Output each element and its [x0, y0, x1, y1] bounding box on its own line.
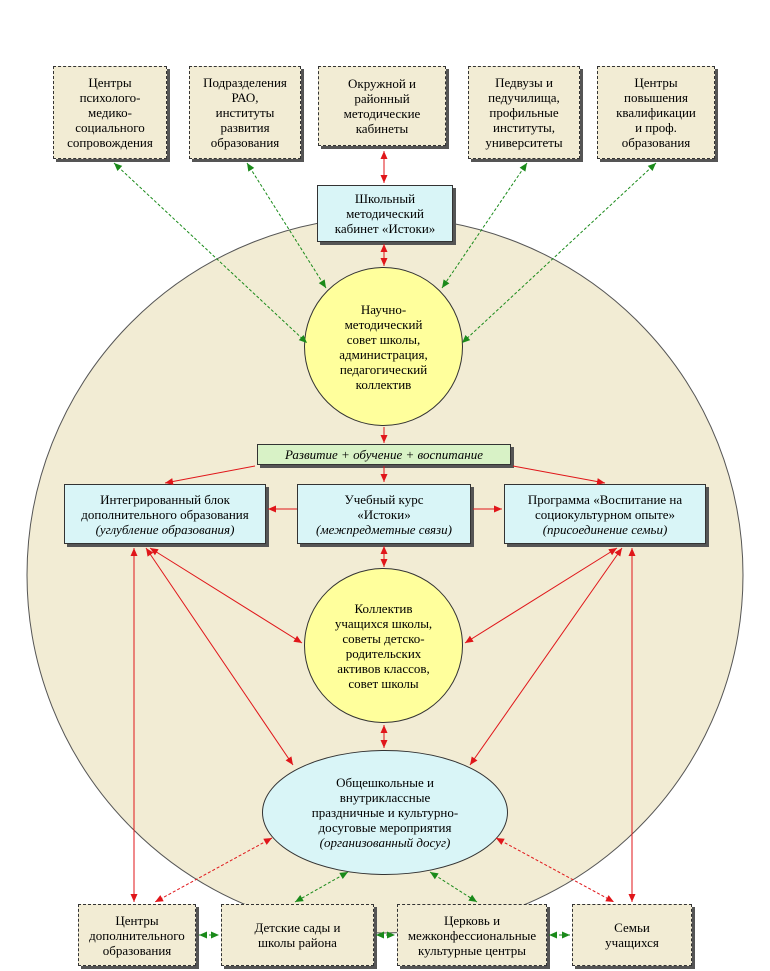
text-line: педучилища,: [488, 90, 560, 105]
text-line: внутриклассные: [339, 790, 431, 805]
text-line: психолого-: [79, 90, 141, 105]
text-line: профильные: [489, 105, 559, 120]
text-line-italic: (организованный досуг): [319, 835, 451, 850]
school-cabinet-box: Школьный методический кабинет «Истоки»: [317, 185, 453, 242]
text-line: совет школы,: [346, 331, 421, 347]
text-line: образования: [210, 135, 280, 150]
text-line: праздничные и культурно-: [311, 805, 459, 820]
text-line: и проф.: [635, 120, 677, 135]
text-line: Центры: [88, 75, 132, 90]
top-box-centers-psych: Центры психолого- медико- социального со…: [53, 66, 167, 159]
bottom-box-additional-education: Центры дополнительного образования: [78, 904, 196, 966]
top-box-universities: Педвузы и педучилища, профильные институ…: [468, 66, 580, 159]
text-line: Учебный курс: [344, 491, 424, 507]
text-line: университеты: [485, 135, 563, 150]
development-banner: Развитие + обучение + воспитание: [257, 444, 511, 465]
text-line: совет школы: [348, 675, 419, 691]
text-line: досуговые мероприятия: [318, 820, 452, 835]
text-line: культурные центры: [418, 942, 526, 958]
text-line: Школьный: [354, 191, 416, 206]
bottom-box-families: Семьи учащихся: [572, 904, 692, 966]
text-line: повышения: [623, 90, 688, 105]
text-line-italic: (углубление образования): [95, 521, 235, 537]
text-line: дополнительного: [89, 927, 185, 943]
text-line: межконфессиональные: [407, 927, 537, 943]
text-line: социального: [75, 120, 145, 135]
text-line: родительских: [345, 645, 422, 661]
student-collective-circle: Коллектив учащихся школы, советы детско-…: [304, 568, 463, 723]
text-line: методические: [343, 106, 421, 121]
integrated-block-box: Интегрированный блок дополнительного обр…: [64, 484, 266, 544]
text-line: Семьи: [614, 920, 650, 935]
text-line: Центры: [634, 75, 678, 90]
top-box-district-cabinets: Окружной и районный методические кабинет…: [318, 66, 446, 146]
text-line: учащихся школы,: [334, 615, 433, 631]
top-box-rao: Подразделения РАО, институты развития об…: [189, 66, 301, 159]
text-line-italic: (межпредметные связи): [316, 521, 452, 537]
text-line: развития: [220, 120, 270, 135]
text-line: школы района: [258, 935, 337, 950]
text-line: Педвузы и: [495, 75, 553, 90]
text-line: кабинет «Истоки»: [334, 221, 436, 236]
text-line: Детские сады и: [254, 920, 341, 935]
text-line: образования: [621, 135, 691, 150]
text-line: педагогический: [339, 361, 428, 377]
text-line: медико-: [88, 105, 132, 120]
text-line: Подразделения: [203, 75, 287, 90]
istoki-course-box: Учебный курс «Истоки» (межпредметные свя…: [297, 484, 471, 544]
text-line: методический: [346, 206, 424, 221]
text-line: Окружной и: [348, 76, 416, 91]
council-circle: Научно- методический совет школы, админи…: [304, 267, 463, 426]
bottom-box-kindergartens: Детские сады и школы района: [221, 904, 374, 966]
text-line: районный: [354, 91, 410, 106]
text-line: активов классов,: [337, 660, 430, 676]
text-line: коллектив: [355, 376, 412, 392]
text-line: Программа «Воспитание на: [527, 491, 683, 507]
text-line: Научно-: [360, 301, 407, 317]
text-line: институты,: [493, 120, 555, 135]
text-line: администрация,: [339, 346, 428, 362]
text-line: «Истоки»: [357, 506, 411, 522]
text-line: советы детско-: [342, 630, 425, 646]
banner-text: Развитие + обучение + воспитание: [284, 447, 484, 462]
text-line: институты: [215, 105, 275, 120]
upbringing-program-box: Программа «Воспитание на социокультурном…: [504, 484, 706, 544]
school-events-ellipse: Общешкольные и внутриклассные праздничны…: [262, 750, 508, 875]
text-line: образования: [102, 942, 172, 958]
text-line: Коллектив: [354, 600, 413, 616]
text-line: методический: [344, 316, 423, 332]
text-line: Церковь и: [443, 912, 501, 928]
text-line: сопровождения: [67, 135, 153, 150]
text-line: дополнительного образования: [81, 506, 249, 522]
text-line: Центры: [115, 912, 159, 928]
text-line: Общешкольные и: [336, 775, 434, 790]
text-line: учащихся: [605, 935, 659, 950]
text-line: квалификации: [616, 105, 696, 120]
text-line: Интегрированный блок: [100, 491, 230, 507]
text-line-italic: (присоединение семьи): [542, 521, 668, 537]
text-line: социокультурном опыте»: [534, 506, 675, 522]
text-line: РАО,: [231, 90, 259, 105]
bottom-box-church: Церковь и межконфессиональные культурные…: [397, 904, 547, 966]
top-box-qualification-centers: Центры повышения квалификации и проф. об…: [597, 66, 715, 159]
text-line: кабинеты: [355, 121, 409, 136]
